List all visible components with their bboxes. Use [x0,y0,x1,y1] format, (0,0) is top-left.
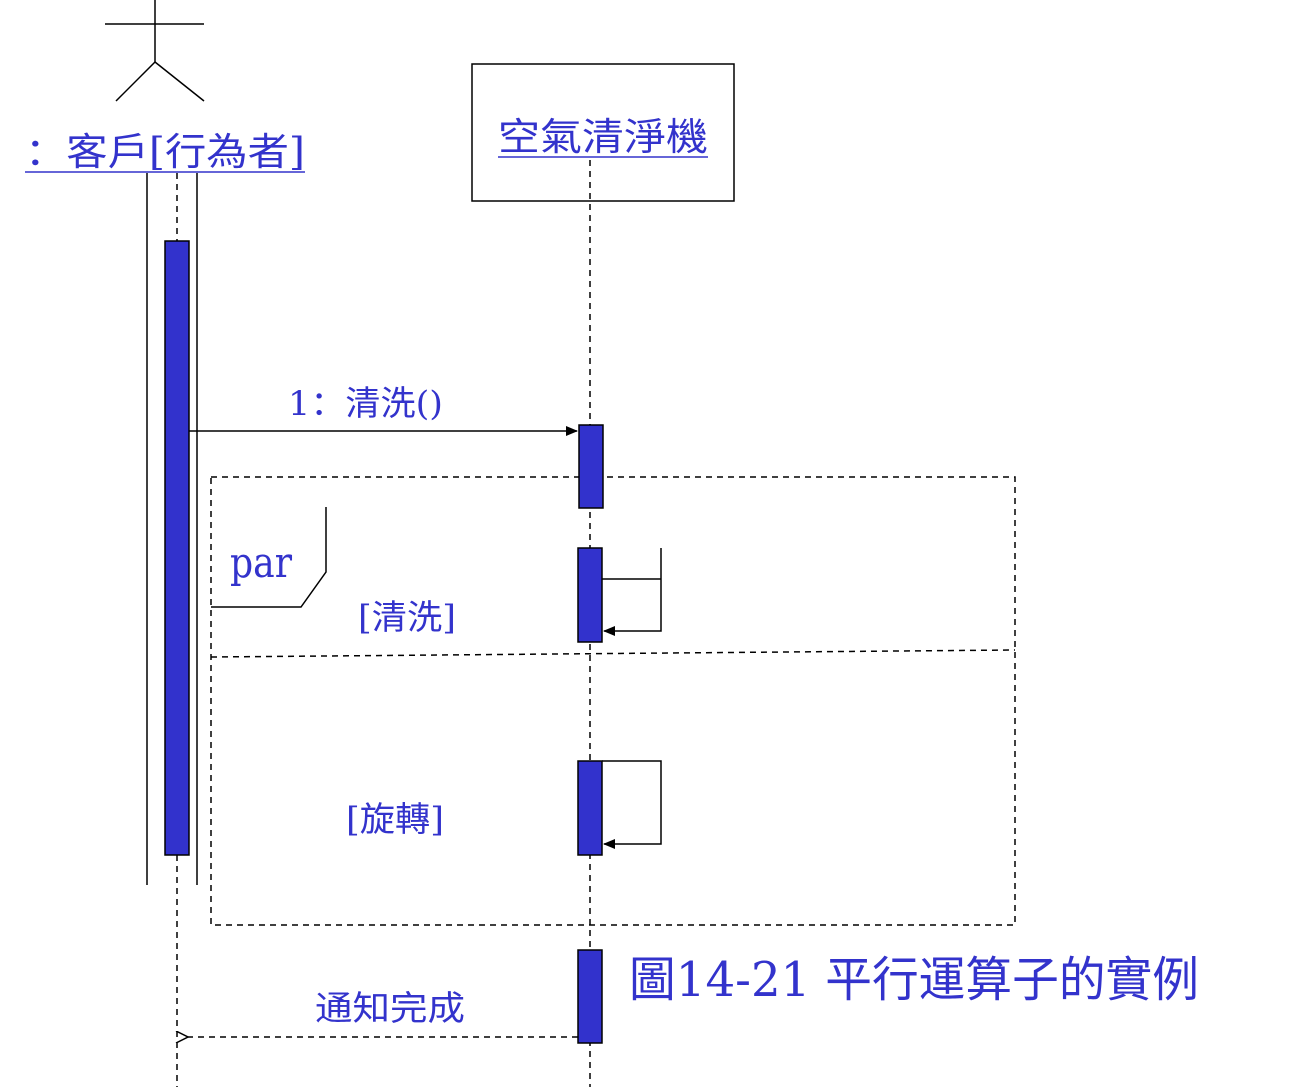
object-activation-clean-self [577,547,603,643]
guard-rotate: [旋轉] [346,800,444,840]
par-operator-label: par [230,538,293,587]
reply-label: 通知完成 [315,989,465,1029]
actor-icon [105,0,205,102]
self-message-rotate [602,760,662,849]
actor-activation-bar [164,240,190,856]
guard-clean: [清洗] [358,598,456,638]
par-operator-tab [211,507,327,608]
actor-label: ：客戶[行為者] [25,130,305,174]
object-activation-notify [577,949,603,1044]
self-message-clean [602,548,662,636]
object-activation-clean-call [578,424,604,509]
par-fragment [210,476,1016,926]
par-separator [210,649,1016,658]
object-activation-rotate-self [577,760,603,856]
message-clean-label: 1：清洗() [288,384,443,424]
figure-caption: 圖14-21 平行運算子的實例 [629,952,1199,1008]
object-label: 空氣清淨機 [498,115,708,159]
object-box [471,63,735,202]
